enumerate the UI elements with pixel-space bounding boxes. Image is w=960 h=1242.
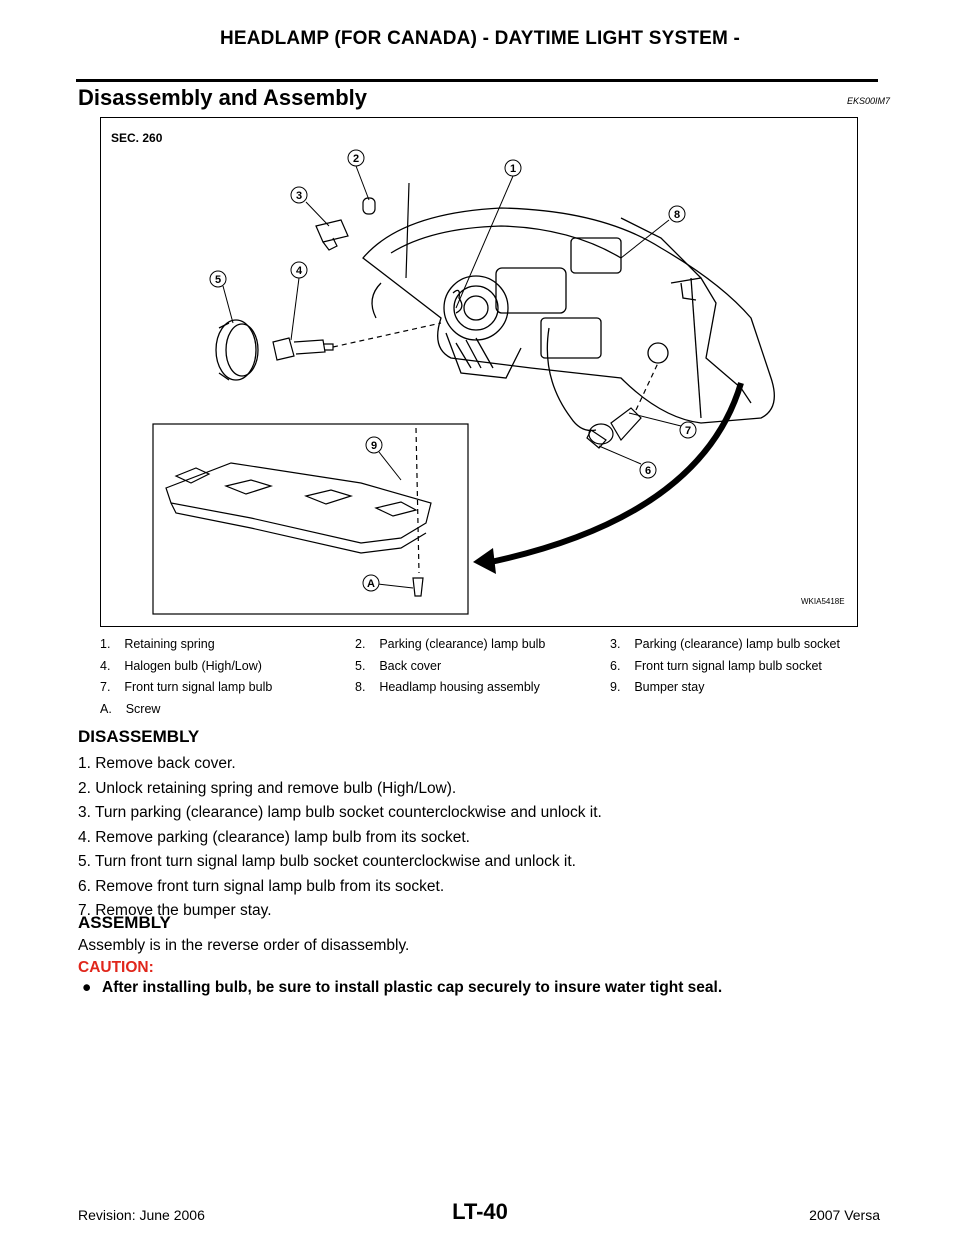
list-item: 4. Remove parking (clearance) lamp bulb … bbox=[78, 828, 470, 846]
legend-item: 5. Back cover bbox=[355, 658, 442, 673]
callout-8: 8 bbox=[674, 209, 680, 221]
callout-6: 6 bbox=[645, 465, 651, 477]
callout-7: 7 bbox=[685, 425, 691, 437]
list-item: 5. Turn front turn signal lamp bulb sock… bbox=[78, 853, 576, 870]
section-title: Disassembly and Assembly bbox=[78, 85, 367, 110]
model-name: 2007 Versa bbox=[809, 1207, 880, 1223]
callout-3: 3 bbox=[296, 190, 302, 202]
figure-code: WKIA5418E bbox=[801, 597, 845, 606]
section-code: EKS00IM7 bbox=[846, 96, 890, 106]
headlamp-exploded-illustration: SEC. 260 bbox=[111, 131, 845, 615]
legend-item: 6. Front turn signal lamp bulb socket bbox=[610, 658, 822, 673]
callout-2: 2 bbox=[353, 153, 359, 165]
legend-item: 9. Bumper stay bbox=[610, 680, 705, 694]
legend-item: 2. Parking (clearance) lamp bulb bbox=[355, 637, 546, 651]
legend-row: 4. Halogen bulb (High/Low) 5. Back cover… bbox=[100, 659, 880, 681]
legend-item: 1. Retaining spring bbox=[100, 637, 215, 651]
callout-4: 4 bbox=[296, 265, 303, 277]
assembly-text: Assembly is in the reverse order of disa… bbox=[78, 937, 410, 954]
list-item: 2. Unlock retaining spring and remove bu… bbox=[78, 779, 457, 797]
list-item: 6. Remove front turn signal lamp bulb fr… bbox=[78, 877, 445, 895]
legend-row: 1. Retaining spring 2. Parking (clearanc… bbox=[100, 637, 880, 659]
legend-item: 3. Parking (clearance) lamp bulb socket bbox=[610, 637, 840, 651]
legend-item: A. Screw bbox=[100, 701, 161, 716]
legend-item: 8. Headlamp housing assembly bbox=[355, 680, 540, 694]
location-arrow bbox=[485, 382, 744, 566]
caution-item: ● After installing bulb, be sure to inst… bbox=[82, 979, 722, 997]
callout-5: 5 bbox=[215, 274, 221, 286]
disassembly-heading: DISASSEMBLY bbox=[78, 727, 200, 746]
list-item: 3. Turn parking (clearance) lamp bulb so… bbox=[78, 804, 602, 821]
legend-item: 4. Halogen bulb (High/Low) bbox=[100, 658, 262, 673]
revision-date: Revision: June 2006 bbox=[78, 1207, 205, 1223]
disassembly-steps: 1. Remove back cover. 2. Unlock retainin… bbox=[78, 755, 602, 927]
bullet-icon: ● bbox=[82, 979, 92, 996]
caution-label: CAUTION: bbox=[78, 959, 154, 976]
assembly-heading: ASSEMBLY bbox=[78, 913, 171, 932]
page-number: LT-40 bbox=[452, 1199, 508, 1224]
callout-1: 1 bbox=[510, 163, 516, 175]
sec-label: SEC. 260 bbox=[111, 131, 163, 145]
legend-item: 7. Front turn signal lamp bulb bbox=[100, 680, 273, 694]
page-header: HEADLAMP (FOR CANADA) - DAYTIME LIGHT SY… bbox=[219, 28, 741, 49]
callout-a: A bbox=[367, 578, 375, 590]
legend-row: 7. Front turn signal lamp bulb 8. Headla… bbox=[100, 680, 880, 702]
parts-legend: 1. Retaining spring 2. Parking (clearanc… bbox=[100, 637, 880, 723]
callout-9: 9 bbox=[371, 440, 377, 452]
caution-text: After installing bulb, be sure to instal… bbox=[102, 979, 723, 996]
list-item: 7. Remove the bumper stay. bbox=[78, 902, 272, 919]
bumper-stay-inset bbox=[152, 423, 469, 615]
legend-row: A. Screw bbox=[100, 702, 880, 724]
exploded-view-figure: SEC. 260 bbox=[100, 117, 858, 627]
list-item: 1. Remove back cover. bbox=[78, 755, 236, 772]
header-rule bbox=[76, 79, 878, 82]
